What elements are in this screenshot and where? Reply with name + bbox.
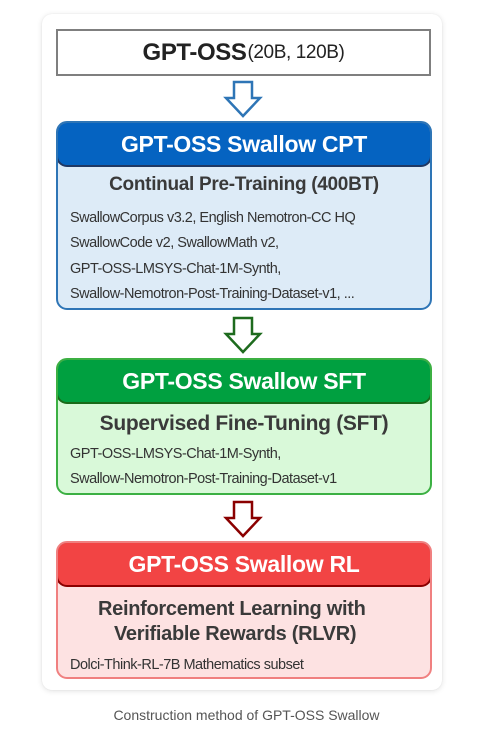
arrow-down-icon-green (223, 316, 263, 354)
dataset-line: Swallow-Nemotron-Post-Training-Dataset-v… (70, 471, 337, 488)
source-model-sizes: (20B, 120B) (247, 41, 345, 63)
stage-rl-subtitle-line: Reinforcement Learning with (98, 598, 366, 620)
dataset-line: GPT-OSS-LMSYS-Chat-1M-Synth, (70, 260, 281, 277)
dataset-line: GPT-OSS-LMSYS-Chat-1M-Synth, (70, 446, 281, 462)
stage-rl-subtitle: Reinforcement Learning with Verifiable R… (98, 597, 430, 647)
stage-rl-datasets: Dolci-Think-RL-7B Mathematics subset (70, 655, 422, 675)
arrow-down-icon-red (223, 500, 263, 538)
dataset-line: Dolci-Think-RL-7B Mathematics subset (70, 657, 304, 673)
dataset-line: SwallowCorpus v3.2, English Nemotron-CC … (70, 210, 356, 226)
stage-cpt-subtitle: Continual Pre-Training (400BT) (109, 174, 379, 195)
stage-rl-subtitle-line: Verifiable Rewards (RLVR) (114, 623, 357, 645)
dataset-line: SwallowCode v2, SwallowMath v2, (70, 235, 279, 252)
arrow-down-icon-blue (223, 80, 263, 118)
dataset-line: Swallow-Nemotron-Post-Training-Dataset-v… (70, 285, 355, 302)
stage-cpt-datasets: SwallowCorpus v3.2, English Nemotron-CC … (70, 206, 422, 307)
stage-sft: GPT-OSS Swallow SFT Supervised Fine-Tuni… (56, 358, 432, 495)
figure-caption: Construction method of GPT-OSS Swallow (113, 707, 380, 723)
stage-cpt-title: GPT-OSS Swallow CPT (58, 123, 430, 167)
source-model-name: GPT-OSS (142, 38, 247, 66)
stage-rl-title: GPT-OSS Swallow RL (58, 543, 430, 587)
stage-cpt: GPT-OSS Swallow CPT Continual Pre-Traini… (56, 121, 432, 310)
stage-sft-title: GPT-OSS Swallow SFT (58, 360, 430, 404)
stage-rl: GPT-OSS Swallow RL Reinforcement Learnin… (56, 541, 432, 679)
stage-sft-subtitle: Supervised Fine-Tuning (SFT) (99, 412, 389, 435)
stage-sft-datasets: GPT-OSS-LMSYS-Chat-1M-Synth, Swallow-Nem… (70, 442, 422, 493)
source-model-box: GPT-OSS (20B, 120B) (56, 29, 431, 76)
